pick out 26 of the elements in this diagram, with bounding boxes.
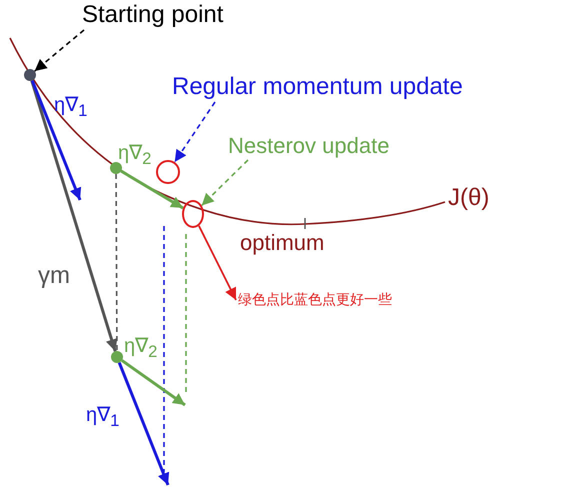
edge-label: η∇$_{1}$ — [54, 93, 88, 121]
edge-label: η∇$_{1}$ — [86, 403, 120, 431]
arrow — [121, 359, 186, 406]
highlight-circle — [182, 200, 204, 228]
leader-line — [34, 29, 85, 72]
arrow — [120, 170, 184, 210]
arrow — [30, 80, 118, 352]
arrow — [198, 225, 237, 300]
leader-line — [174, 102, 216, 162]
annotation-text: Nesterov update — [228, 132, 468, 160]
highlight-circle — [156, 160, 180, 184]
edge-label: η∇$_{2}$ — [118, 141, 152, 169]
leader-line — [115, 174, 118, 351]
point-marker — [24, 69, 36, 81]
annotation-text: Starting point — [82, 0, 277, 30]
annotation-text: 绿色点比蓝色点更好一些 — [238, 288, 438, 310]
point-marker — [111, 351, 123, 363]
edge-label: γm — [38, 262, 70, 290]
text-label: J(θ) — [448, 184, 490, 212]
edge-label: η∇$_{2}$ — [124, 334, 158, 362]
arrow — [30, 80, 82, 201]
arrow — [118, 362, 170, 486]
text-label: optimum — [240, 230, 324, 256]
point-marker — [110, 162, 122, 174]
annotation-text: Regular momentum update — [172, 72, 567, 102]
leader-line — [201, 159, 249, 206]
